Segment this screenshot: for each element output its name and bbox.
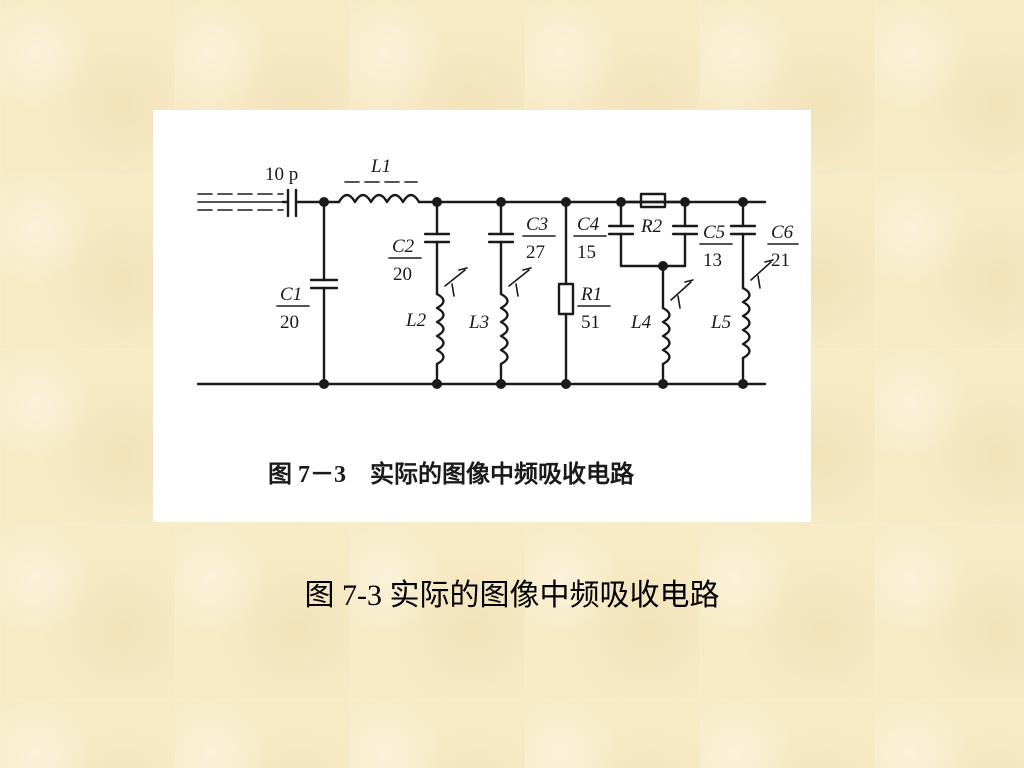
label-C6-value: 21: [771, 250, 790, 271]
label-L4: L4: [630, 312, 652, 333]
branch-C2-L2: [423, 197, 468, 389]
label-C3-value: 27: [526, 242, 545, 263]
label-C4-name: C4: [577, 214, 600, 235]
label-C4-value: 15: [577, 242, 596, 263]
label-C5-value: 13: [703, 250, 722, 271]
label-C2-name: C2: [392, 236, 415, 257]
circuit-figure: 10 p L1 C1 20 C2 20 L2 C3 27 L3 C4 15 R2…: [153, 110, 811, 522]
branch-C5-C6-L5: [729, 197, 774, 389]
slide-caption: 图 7-3 实际的图像中频吸收电路: [304, 579, 720, 612]
label-L2: L2: [405, 310, 427, 331]
label-C6-name: C6: [771, 222, 794, 243]
circuit-diagram: 10 p L1 C1 20 C2 20 L2 C3 27 L3 C4 15 R2…: [196, 156, 799, 488]
label-L1: L1: [370, 156, 391, 177]
label-C1-name: C1: [280, 284, 302, 305]
inductor-L1: [337, 193, 421, 204]
label-L5: L5: [710, 312, 731, 333]
label-10p: 10 p: [265, 164, 298, 185]
label-L3: L3: [468, 312, 489, 333]
branch-R1: [557, 197, 575, 389]
branch-C3-L3: [487, 197, 532, 389]
figure-caption: 图 7－3 实际的图像中频吸收电路: [268, 460, 635, 488]
branch-C1: [309, 197, 339, 389]
label-C1-value: 20: [280, 312, 299, 333]
branch-C4-R2-L4: [607, 192, 699, 389]
label-R2: R2: [640, 216, 663, 237]
label-R1-name: R1: [580, 284, 602, 305]
label-C3-name: C3: [526, 214, 548, 235]
label-C2-value: 20: [393, 264, 412, 285]
label-C5-name: C5: [703, 222, 725, 243]
capacitor-10p: [281, 188, 327, 218]
input-lines: [197, 193, 284, 211]
label-R1-value: 51: [581, 312, 600, 333]
